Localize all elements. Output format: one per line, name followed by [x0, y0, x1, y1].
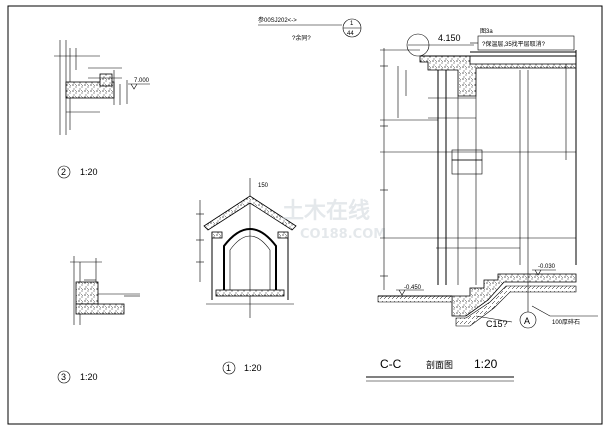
detail-3: 3 1:20	[57, 256, 140, 384]
section-subtitle: 剖面图	[426, 359, 453, 370]
ref-code: 参00SJ202<->	[258, 16, 297, 24]
level-b: -0.450	[404, 285, 422, 291]
section-cc: 参00SJ202<-> ?余同? 1 44 4.150 图3a ?保温层,35找…	[258, 16, 598, 382]
section-scale: 1:20	[474, 357, 498, 371]
watermark-line1: 土木在线	[282, 198, 370, 224]
note-text: ?保温层,35找平层取消?	[482, 40, 546, 48]
detail-1: 150 1 1:20	[196, 178, 297, 375]
level-a: -0.030	[538, 264, 556, 270]
ref-sheet: 44	[347, 31, 354, 37]
sheet-frame	[7, 5, 603, 425]
detail-2-number: 2	[61, 167, 66, 177]
c15-label: C15?	[486, 319, 508, 329]
top-level: 4.150	[438, 33, 461, 43]
detail-1-number: 1	[226, 363, 231, 373]
note-label: 图3a	[480, 28, 493, 35]
watermark-line2: CO188.COM	[300, 227, 386, 242]
detail-3-number: 3	[61, 372, 66, 382]
detail-1-dim: 150	[258, 183, 269, 189]
detail-2-scale: 1:20	[80, 167, 98, 177]
watermark: 土木在线 CO188.COM	[282, 198, 386, 242]
section-title: C-C	[380, 357, 402, 371]
axis-label: A	[524, 316, 530, 326]
detail-1-scale: 1:20	[244, 363, 262, 373]
detail-3-scale: 1:20	[80, 372, 98, 382]
base-note: 100厚碎石	[552, 318, 580, 326]
ref-note: ?余同?	[292, 34, 311, 42]
detail-2: 7.000 2 1:20	[54, 40, 150, 179]
detail-2-level: 7.000	[134, 78, 150, 84]
ref-num: 1	[350, 21, 354, 27]
